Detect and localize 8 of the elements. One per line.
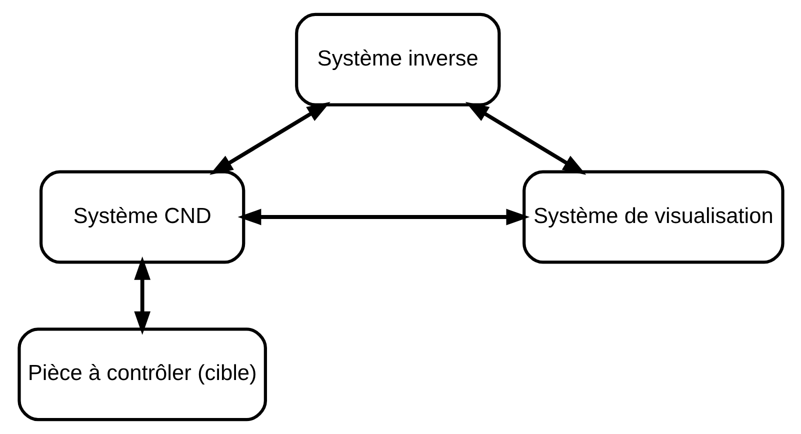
arrow	[209, 102, 330, 175]
arrow	[464, 102, 586, 175]
node-box: Système CND	[39, 170, 245, 264]
arrow	[237, 208, 530, 226]
arrow	[134, 256, 150, 335]
node-box: Pièce à contrôler (cible)	[17, 328, 266, 422]
node-box: Système inverse	[294, 12, 500, 106]
node-box: Système de visualisation	[522, 170, 784, 264]
